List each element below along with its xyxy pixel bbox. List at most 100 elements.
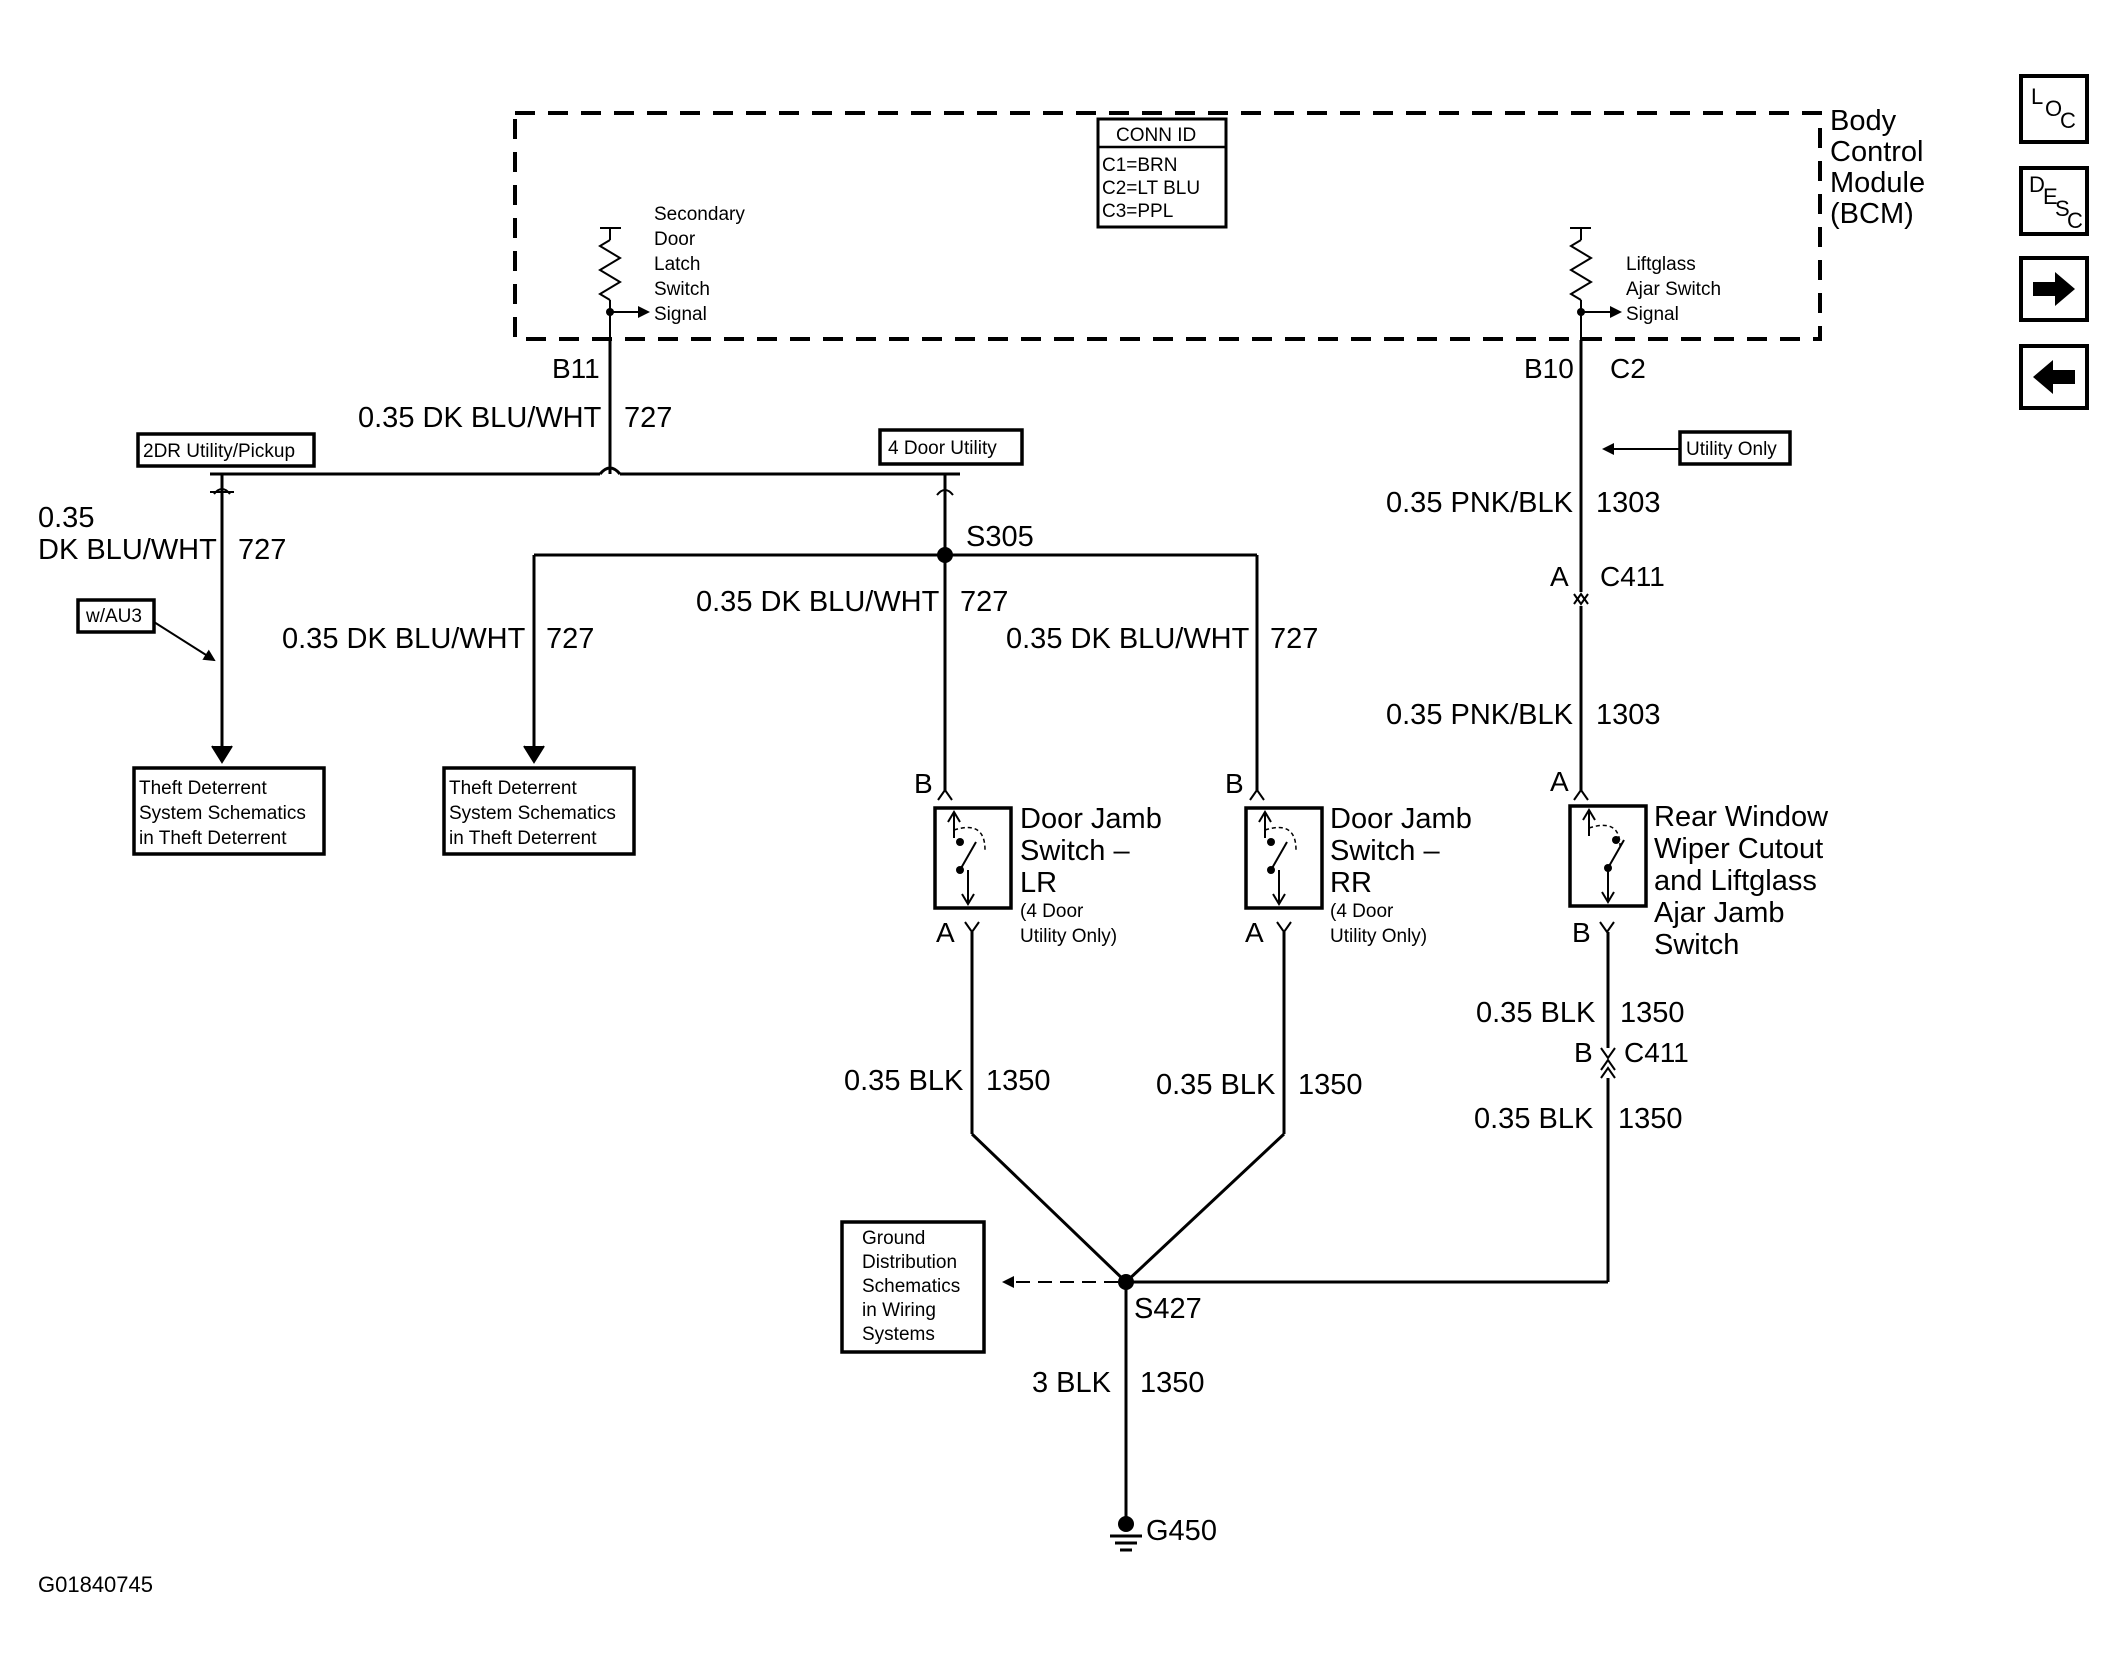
theft1-line3: in Theft Deterrent [139, 828, 287, 849]
wire-727-main-circuit: 727 [624, 402, 672, 434]
wire-727-left [210, 474, 234, 764]
rr-name-line3: RR [1330, 867, 1372, 899]
liftglass-signal-line1: Liftglass [1626, 254, 1696, 275]
next-page-button[interactable] [2019, 256, 2089, 322]
conn-id-title: CONN ID [1116, 125, 1196, 146]
splice-s305 [937, 547, 953, 563]
ground-ref-line3: Schematics [862, 1276, 960, 1297]
wire-1350-rear [1126, 932, 1616, 1284]
rear-name-line3: and Liftglass [1654, 865, 1817, 897]
door-jamb-switch-lr [933, 806, 1013, 910]
lr-pin-a: A [936, 917, 955, 948]
ground-distribution-ref[interactable]: Ground Distribution Schematics in Wiring… [840, 1220, 986, 1354]
c411-bottom-pin-b: B [1574, 1037, 1593, 1068]
wire-727-rr-label: 0.35 DK BLU/WHT [1006, 623, 1250, 655]
wire-727-theft2-label: 0.35 DK BLU/WHT [282, 623, 526, 655]
c411-bottom-label: C411 [1624, 1037, 1689, 1068]
rr-name-line1: Door Jamb [1330, 803, 1472, 835]
figure-id: G01840745 [38, 1572, 153, 1597]
c411-top-pin-a: A [1550, 561, 1569, 592]
wire-1350-lr-circuit: 1350 [986, 1065, 1051, 1097]
loc-letter-o: O [2045, 96, 2062, 121]
bcm-pin-b10: B10 [1524, 353, 1574, 384]
theft1-line1: Theft Deterrent [139, 778, 267, 799]
door-jamb-switch-rr [1244, 806, 1324, 910]
rear-window-wiper-switch [1568, 804, 1648, 908]
theft1-line2: System Schematics [139, 803, 306, 824]
theft-deterrent-ref-1[interactable]: Theft Deterrent System Schematics in The… [132, 766, 326, 856]
theft2-line3: in Theft Deterrent [449, 828, 597, 849]
wire-1350-rear-top-label: 0.35 BLK [1476, 997, 1596, 1029]
option-2dr: 2DR Utility/Pickup [136, 432, 316, 468]
wire-ground-circuit: 1350 [1140, 1367, 1205, 1399]
conn-id-c3: C3=PPL [1102, 201, 1173, 222]
desc-letter-d: D [2029, 172, 2045, 197]
bcm-boundary [513, 111, 1822, 341]
prev-page-button[interactable] [2019, 344, 2089, 410]
rear-name-line1: Rear Window [1654, 801, 1829, 833]
rear-pin-b: B [1572, 917, 1591, 948]
liftglass-signal-resistor [1569, 227, 1622, 340]
rear-name-line5: Switch [1654, 929, 1739, 961]
wire-1350-rr-label: 0.35 BLK [1156, 1069, 1276, 1101]
desc-letter-e: E [2043, 184, 2058, 209]
option-4door-label: 4 Door Utility [888, 438, 997, 459]
bcm-pin-b11: B11 [552, 353, 600, 384]
body-control-module: Body Control Module (BCM) CONN ID C1=BRN… [513, 105, 1925, 341]
wire-727-left-circuit: 727 [238, 534, 286, 566]
bcm-label-line2: Control [1830, 136, 1924, 168]
loc-letter-l: L [2031, 84, 2043, 109]
wire-1303-bottom-circuit: 1303 [1596, 699, 1661, 731]
rear-pin-a: A [1550, 766, 1569, 797]
secondary-signal-resistor [598, 227, 650, 340]
wire-1350-rear-bottom-label: 0.35 BLK [1474, 1103, 1594, 1135]
rr-name-line2: Switch – [1330, 835, 1440, 867]
secondary-signal-line4: Switch [654, 279, 710, 300]
wire-727-theft2-circuit: 727 [546, 623, 594, 655]
secondary-signal-line3: Latch [654, 254, 700, 275]
loc-button[interactable]: L O C [2019, 74, 2089, 144]
option-utility-only: Utility Only [1678, 430, 1792, 466]
ground-icon [1110, 1516, 1142, 1552]
wire-1350-lr-label: 0.35 BLK [844, 1065, 964, 1097]
wire-1350-rear-bottom-circuit: 1350 [1618, 1103, 1683, 1135]
wire-ground-label: 3 BLK [1032, 1367, 1112, 1399]
wire-1303 [1573, 340, 1680, 792]
wire-1350-rear-top-circuit: 1350 [1620, 997, 1685, 1029]
liftglass-signal-line3: Signal [1626, 304, 1679, 325]
desc-letter-c: C [2067, 208, 2083, 233]
ground-ref-line2: Distribution [862, 1252, 957, 1273]
wire-727-main-label: 0.35 DK BLU/WHT [358, 402, 602, 434]
splice-s305-label: S305 [966, 521, 1034, 553]
rear-name-line2: Wiper Cutout [1654, 833, 1823, 865]
splice-s427-label: S427 [1134, 1293, 1202, 1325]
rr-pin-b: B [1225, 768, 1244, 799]
lr-pin-b: B [914, 768, 933, 799]
wire-1350-rr-circuit: 1350 [1298, 1069, 1363, 1101]
rr-note-line2: Utility Only) [1330, 926, 1427, 947]
conn-id-c2: C2=LT BLU [1102, 178, 1200, 199]
theft-deterrent-ref-2[interactable]: Theft Deterrent System Schematics in The… [442, 766, 636, 856]
ground-ref-line1: Ground [862, 1228, 925, 1249]
ground-ref-line4: in Wiring [862, 1300, 936, 1321]
lr-note-line2: Utility Only) [1020, 926, 1117, 947]
lr-name-line3: LR [1020, 867, 1057, 899]
ground-g450-label: G450 [1146, 1515, 1217, 1547]
desc-letter-s: S [2055, 196, 2070, 221]
wire-1350-lr-rr [970, 932, 1286, 1284]
bcm-label-line4: (BCM) [1830, 198, 1914, 230]
secondary-signal-line2: Door [654, 229, 696, 250]
wire-727-left-color: DK BLU/WHT [38, 534, 217, 566]
desc-button[interactable]: D E S C [2019, 166, 2089, 236]
wire-1303-top-circuit: 1303 [1596, 487, 1661, 519]
lr-name-line1: Door Jamb [1020, 803, 1162, 835]
wire-727-left-gauge: 0.35 [38, 502, 94, 534]
option-utility-only-label: Utility Only [1686, 439, 1777, 460]
theft2-line2: System Schematics [449, 803, 616, 824]
liftglass-signal-line2: Ajar Switch [1626, 279, 1721, 300]
rear-name-line4: Ajar Jamb [1654, 897, 1785, 929]
wire-727-lr-circuit: 727 [960, 586, 1008, 618]
bcm-label-line1: Body [1830, 105, 1897, 137]
secondary-signal-line1: Secondary [654, 204, 745, 225]
wire-727-4door [523, 474, 1259, 792]
